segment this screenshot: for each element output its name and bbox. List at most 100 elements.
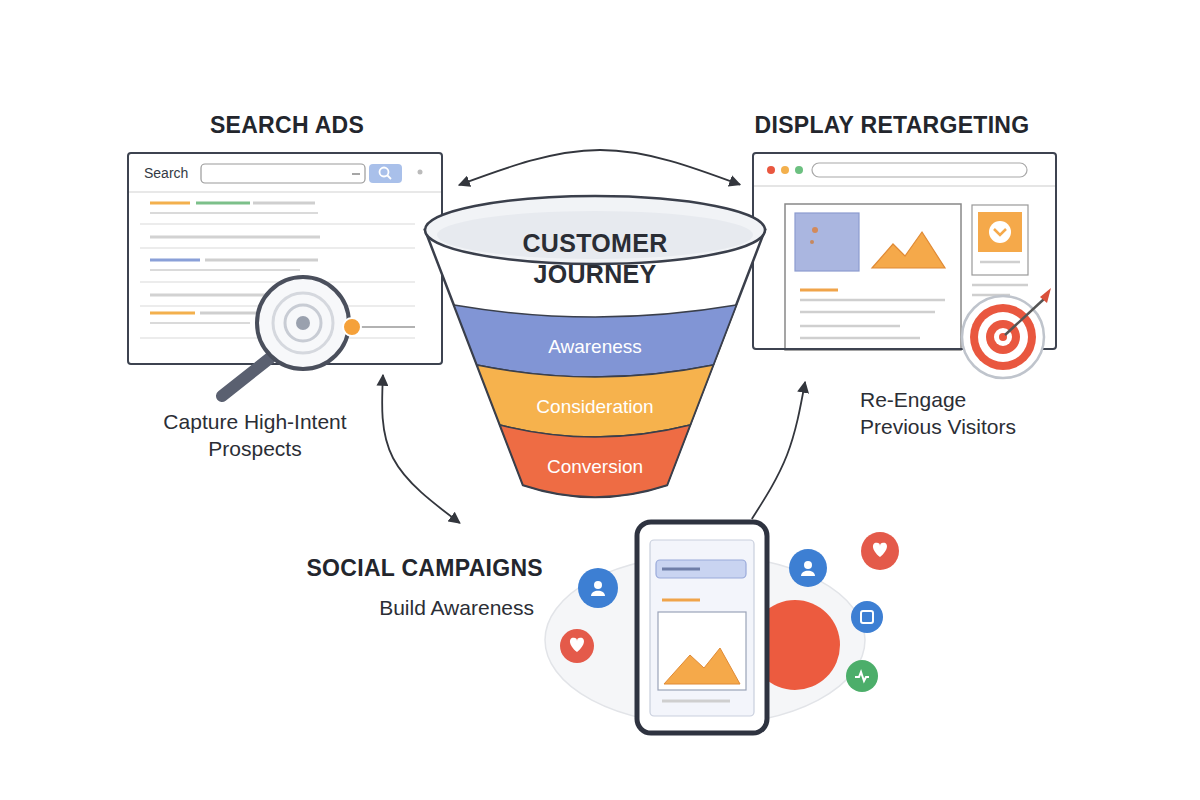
target-ring [962,296,1044,378]
icon-heart [570,638,584,652]
side-card-line [980,261,1020,264]
ad-text-line [800,325,900,328]
search-input [201,164,365,183]
band-fill [477,365,713,437]
result-separator [140,305,415,307]
icon-head [594,581,602,589]
side-line [972,294,1010,297]
dart-fletching [1040,288,1051,303]
icon-body [591,591,605,596]
magnifier-lens [257,277,349,369]
result-line [150,312,195,315]
icon-heart [873,543,887,557]
header-separator [754,185,1055,187]
result-separator [140,223,415,225]
heart-icon [560,629,594,663]
stage-name: Conversion [500,455,690,479]
ad-image [795,213,859,271]
side-card-image [978,212,1022,252]
post-text-line [662,700,730,703]
magnifier-illustration [222,277,415,396]
image-dot [810,240,814,244]
window-dot [781,166,789,174]
dart-shaft [1005,299,1044,335]
address-bar [812,163,1027,177]
input-dash [352,173,360,175]
customer-journey-funnel: CUSTOMER JOURNEYAwarenessConsiderationCo… [420,195,770,505]
user-icon [789,549,827,587]
side-card-chevron [994,229,1006,235]
side-line [972,284,1028,287]
result-separator [140,337,415,339]
target-illustration [962,288,1051,378]
result-separator [140,247,415,249]
band-fill [454,305,736,377]
stage-name: Consideration [477,395,713,419]
icon-head [804,561,812,569]
ad-text-line [800,337,920,340]
funnel-title: CUSTOMER JOURNEY [500,228,690,290]
result-line [150,259,200,262]
connector-arrow [459,150,740,185]
result-line [150,322,250,324]
connector-group [382,150,805,523]
result-line [253,202,315,205]
lens-ring [273,293,333,353]
display-window-contents [754,163,1055,350]
post-header-line [662,568,700,571]
search-icon-handle [388,176,392,180]
result-separator [140,281,415,283]
result-line [150,212,318,214]
ad-text-line [800,299,945,302]
post-image [658,612,746,690]
section-caption: Build Awareness [280,594,534,621]
user-icon [578,568,618,608]
image-dot [812,227,818,233]
ad-panel [785,204,961,350]
search-placeholder: Search [144,165,188,181]
ad-text-line [800,311,935,314]
header-separator [129,191,441,193]
search-window-contents [129,164,441,338]
result-line [200,312,260,315]
icon-circle [846,660,878,692]
result-line [150,269,300,271]
connector-arrow [752,382,805,519]
icon-circle [861,532,899,570]
target-ring [970,304,1036,370]
search-ads-window: SEARCH ADSCapture High-Intent Prospects [127,152,443,365]
phone-screen [650,540,754,716]
window-dot [795,166,803,174]
lens-center [296,316,310,330]
lens-ring [285,305,321,341]
phone-body [637,522,767,733]
icon-frame [861,611,873,623]
slider-track [349,326,415,328]
post-header [656,560,746,578]
slider-knob [343,318,361,336]
display-retargeting-window: DISPLAY RETARGETINGRe-Engage Previous Vi… [752,152,1057,350]
result-line [150,236,320,239]
heart-icon [861,532,899,570]
post-text-line [662,599,700,602]
result-line [150,294,320,297]
window-dot [767,166,775,174]
band-fill [500,425,690,497]
search-icon [380,168,389,177]
icon-circle [851,601,883,633]
section-caption: Capture High-Intent Prospects [145,408,365,462]
target-ring [994,328,1012,346]
result-line [205,259,318,262]
side-card-icon [989,221,1011,243]
conversion-band: Conversion [500,425,690,499]
icon-circle [578,568,618,608]
ad-text-line [800,289,838,292]
section-heading: SOCIAL CAMPAIGNS [280,555,543,581]
section-heading: SEARCH ADS [129,112,445,138]
social-campaigns-group: SOCIAL CAMPAIGNS Build Awareness [280,525,900,765]
result-line [196,202,250,205]
share-icon [851,601,883,633]
post-chart [664,648,740,684]
icon-pulse [855,672,869,681]
